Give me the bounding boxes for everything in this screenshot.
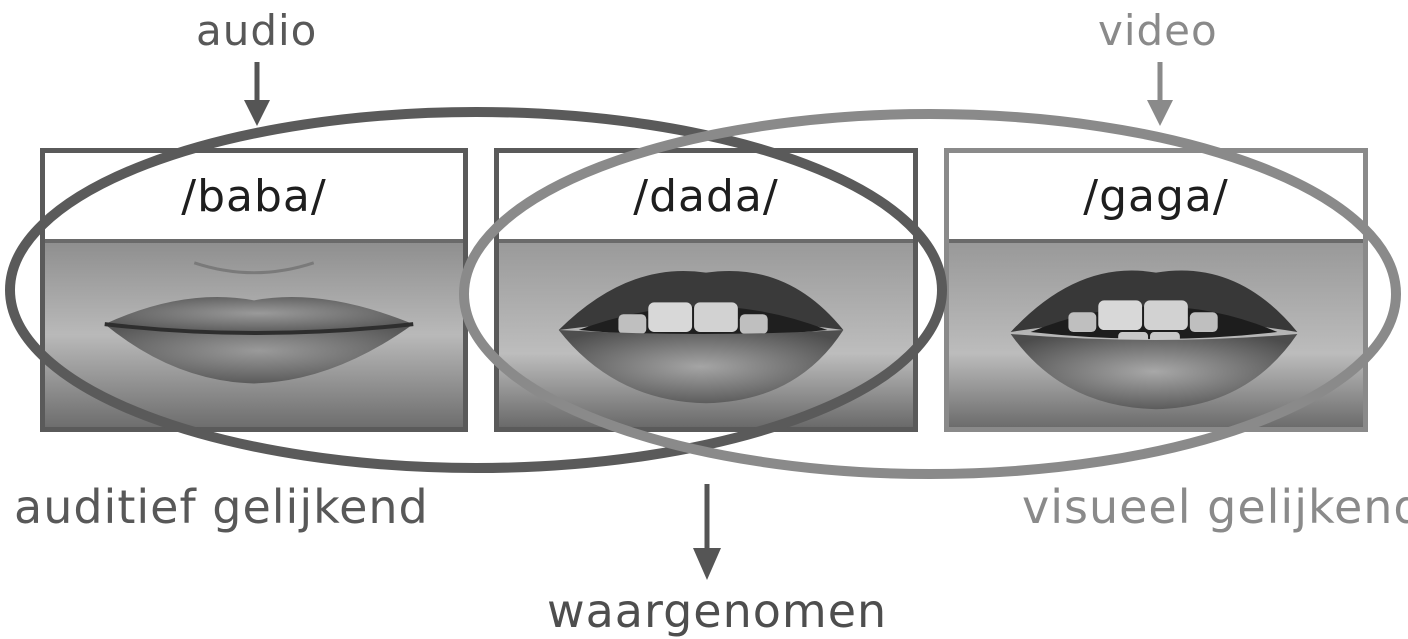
panel-dada: /dada/ [494,148,918,432]
syllable-dada: /dada/ [499,153,913,243]
mouth-open-image-dada [499,243,913,427]
audio-label: audio [196,10,317,52]
arrow-video-icon [1147,62,1173,126]
video-label: video [1098,10,1218,52]
perceived-label: waargenomen [547,588,887,634]
visual-similar-label: visueel gelijkend [1022,484,1408,530]
panel-baba: /baba/ [40,148,468,432]
arrow-audio-icon [244,62,270,126]
panel-gaga: /gaga/ [944,148,1368,432]
mouth-closed-image [45,243,463,427]
syllable-baba: /baba/ [45,153,463,243]
mouth-open-image-gaga [949,243,1363,427]
syllable-gaga: /gaga/ [949,153,1363,243]
auditory-similar-label: auditief gelijkend [14,484,429,530]
arrow-perceived-icon [693,484,721,580]
